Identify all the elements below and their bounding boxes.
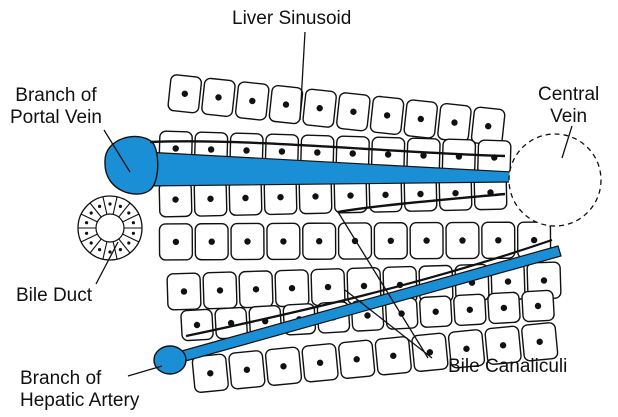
label-liver-sinusoid: Liver Sinusoid bbox=[232, 8, 351, 30]
bile-duct-cell-nucleus bbox=[85, 221, 88, 224]
hepatocyte-cell bbox=[269, 85, 303, 124]
hepatocyte-cell bbox=[265, 347, 302, 386]
label-central-vein-line2: Vein bbox=[538, 106, 599, 128]
label-branch-hepatic-artery-line1: Branch of bbox=[20, 368, 139, 390]
label-liver-sinusoid-text: Liver Sinusoid bbox=[232, 8, 351, 30]
cell-nucleus bbox=[316, 238, 322, 244]
hepatocyte-cell bbox=[235, 81, 269, 120]
hepatocyte-cell bbox=[302, 343, 339, 382]
bile-duct-cell-nucleus bbox=[132, 232, 135, 235]
hepatocyte-cell bbox=[194, 181, 227, 216]
bile-duct-lumen bbox=[96, 214, 124, 242]
central-vein-outline bbox=[509, 134, 601, 226]
label-bile-duct: Bile Duct bbox=[16, 285, 92, 307]
bile-duct-cell-nucleus bbox=[127, 211, 130, 214]
hepatocyte-cell bbox=[522, 290, 555, 322]
bile-duct-cell-nucleus bbox=[132, 221, 135, 224]
hepatocyte-cell bbox=[228, 350, 265, 389]
bile-duct-cell-nucleus bbox=[98, 205, 101, 208]
hepatocyte-cell bbox=[410, 223, 443, 259]
hepatocyte-cell bbox=[339, 223, 372, 259]
bile-duct-cell-nucleus bbox=[85, 232, 88, 235]
hepatocyte-cell bbox=[231, 223, 264, 259]
bile-duct-cell-nucleus bbox=[108, 250, 111, 253]
hepatocyte-cell bbox=[488, 292, 521, 324]
bile-duct-cell-nucleus bbox=[98, 248, 101, 251]
hepatocyte-cell bbox=[267, 223, 300, 259]
label-bile-canaliculi-text: Bile Canaliculi bbox=[448, 356, 567, 378]
label-branch-hepatic-artery: Branch of Hepatic Artery bbox=[20, 368, 139, 412]
hepatocyte-cell bbox=[411, 333, 448, 372]
hepatocyte-cell bbox=[453, 294, 486, 326]
hepatocyte-cell bbox=[374, 223, 407, 259]
hepatocyte-cell bbox=[181, 309, 214, 341]
hepatocyte-cell bbox=[167, 273, 201, 310]
hepatocyte-cell bbox=[195, 224, 228, 260]
hepatocyte-cell bbox=[303, 223, 336, 259]
cell-nucleus bbox=[280, 238, 286, 244]
hepatocyte-cell bbox=[446, 222, 479, 258]
cell-nucleus bbox=[531, 237, 537, 243]
hepatocyte-cell bbox=[229, 181, 262, 216]
label-branch-portal-vein-line2: Portal Vein bbox=[10, 107, 102, 129]
label-branch-portal-vein: Branch of Portal Vein bbox=[10, 85, 102, 129]
hepatocyte-cell bbox=[159, 182, 192, 217]
hepatocyte-cell bbox=[239, 271, 273, 308]
hepatocyte-cell bbox=[478, 140, 511, 175]
bile-duct-cell-nucleus bbox=[119, 205, 122, 208]
label-branch-portal-vein-line1: Branch of bbox=[10, 85, 102, 107]
cell-nucleus bbox=[208, 238, 214, 244]
bile-duct-cell-nucleus bbox=[108, 202, 111, 205]
bile-duct-cell-nucleus bbox=[90, 241, 93, 244]
hepatocyte-cell bbox=[275, 270, 309, 307]
label-central-vein-line1: Central bbox=[538, 84, 599, 106]
label-central-vein: Central Vein bbox=[538, 84, 599, 128]
label-bile-duct-text: Bile Duct bbox=[16, 285, 92, 307]
hepatocyte-cell bbox=[336, 92, 370, 131]
central-vein-circle bbox=[509, 134, 601, 226]
hepatocyte-cell bbox=[159, 224, 192, 260]
bile-duct-cell-nucleus bbox=[119, 248, 122, 251]
hepatocyte-cell bbox=[419, 296, 452, 328]
label-bile-canaliculi: Bile Canaliculi bbox=[448, 356, 567, 378]
hepatocyte-cell bbox=[201, 78, 235, 117]
hepatocyte-cell bbox=[338, 340, 375, 379]
cell-nucleus bbox=[244, 238, 250, 244]
cell-nucleus bbox=[423, 237, 429, 243]
hepatocyte-cell bbox=[203, 272, 237, 309]
cell-nucleus bbox=[495, 237, 501, 243]
bile-duct-cell-nucleus bbox=[90, 211, 93, 214]
hepatocyte-cell bbox=[404, 99, 438, 138]
bile-duct-structure bbox=[78, 196, 142, 260]
hepatocyte-cell bbox=[311, 269, 345, 306]
cell-nucleus bbox=[459, 237, 465, 243]
hepatocyte-cell bbox=[168, 74, 202, 113]
hepatocyte-cell bbox=[370, 96, 404, 135]
hepatocyte-cell bbox=[437, 103, 471, 142]
hepatocyte-cell bbox=[302, 89, 336, 128]
label-branch-hepatic-artery-line2: Hepatic Artery bbox=[20, 390, 139, 412]
hepatic-artery-bulb bbox=[154, 346, 186, 374]
hepatocyte-cell bbox=[192, 354, 229, 393]
hepatocyte-cell bbox=[375, 336, 412, 375]
cell-nucleus bbox=[173, 239, 179, 245]
bile-duct-cell-nucleus bbox=[127, 241, 130, 244]
cell-nucleus bbox=[388, 238, 394, 244]
